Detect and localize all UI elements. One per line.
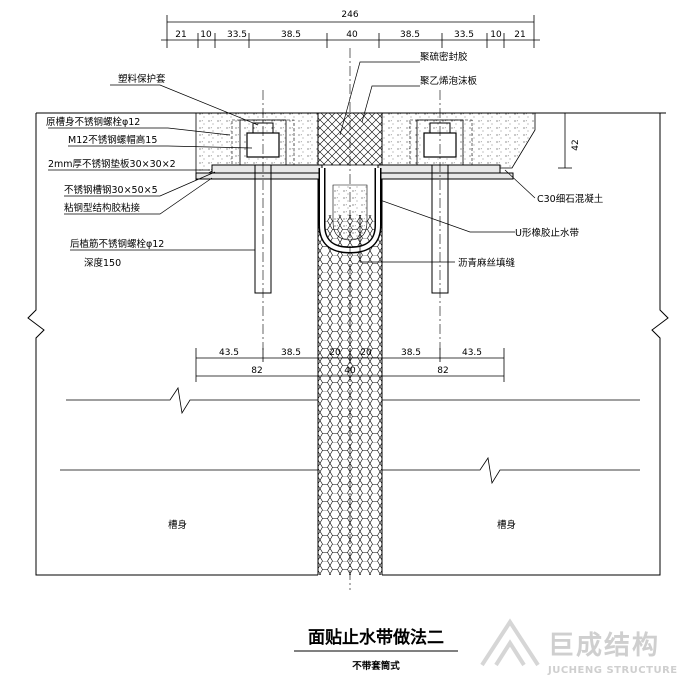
drawing-title: 面贴止水带做法二 bbox=[308, 627, 444, 648]
top-dimension-chain bbox=[161, 15, 540, 48]
label-sealant: 聚硫密封胶 bbox=[420, 51, 468, 63]
drawing-subtitle: 不带套筒式 bbox=[352, 660, 400, 672]
dim-depth: 42 bbox=[571, 139, 581, 150]
dim-mid-2: 38.5 bbox=[281, 348, 301, 358]
dim-top-5: 40 bbox=[346, 30, 358, 40]
label-epoxy: 粘钢型结构胶粘接 bbox=[64, 202, 141, 214]
dim-mid-1: 43.5 bbox=[219, 348, 239, 358]
center-lines bbox=[262, 48, 441, 590]
dim-sub-1: 82 bbox=[251, 366, 262, 376]
label-anchor-bolt: 原槽身不锈钢螺栓φ12 bbox=[46, 116, 140, 128]
watermark-cn: 巨成结构 bbox=[548, 631, 660, 661]
dim-top-3: 33.5 bbox=[227, 30, 247, 40]
dim-top-1: 21 bbox=[175, 30, 186, 40]
label-asphalt: 沥青麻丝填缝 bbox=[458, 257, 516, 269]
label-nut: M12不锈钢螺帽高15 bbox=[68, 134, 157, 146]
watermark-en: JUCHENG STRUCTURE bbox=[547, 665, 678, 676]
label-channel: 不锈钢槽钢30×50×5 bbox=[64, 184, 158, 196]
watermark-logo-icon bbox=[480, 618, 540, 667]
dim-top-7: 33.5 bbox=[454, 30, 474, 40]
leader-lines bbox=[48, 61, 536, 263]
dim-top-9: 21 bbox=[514, 30, 525, 40]
label-trough-left: 槽身 bbox=[168, 519, 187, 531]
label-plate: 2mm厚不锈钢垫板30×30×2 bbox=[48, 158, 176, 170]
depth-dimension bbox=[558, 112, 572, 169]
label-plastic-cover: 塑料保护套 bbox=[118, 73, 166, 85]
dim-mid-5: 38.5 bbox=[401, 348, 421, 358]
dim-total: 246 bbox=[341, 10, 358, 20]
dim-mid-4: 20 bbox=[360, 348, 372, 358]
dim-mid-6: 43.5 bbox=[462, 348, 482, 358]
dim-mid-3: 20 bbox=[329, 348, 341, 358]
concrete-fill bbox=[195, 112, 536, 181]
label-trough-right: 槽身 bbox=[497, 519, 516, 531]
steel-plates bbox=[195, 164, 514, 180]
label-u-strip: U形橡胶止水带 bbox=[515, 227, 579, 239]
label-rebar-depth: 深度150 bbox=[84, 257, 121, 269]
mid-dimension-chain bbox=[195, 348, 505, 382]
dim-top-8: 10 bbox=[490, 30, 502, 40]
label-pe-foam: 聚乙烯泡沫板 bbox=[420, 75, 478, 87]
dim-top-6: 38.5 bbox=[400, 30, 420, 40]
dim-sub-3: 82 bbox=[437, 366, 448, 376]
dim-sub-2: 40 bbox=[344, 366, 356, 376]
label-concrete: C30细石混凝土 bbox=[537, 193, 604, 205]
break-lines bbox=[60, 386, 640, 485]
dim-top-2: 10 bbox=[200, 30, 212, 40]
label-rebar: 后植筋不锈钢螺栓φ12 bbox=[70, 238, 164, 250]
dim-top-4: 38.5 bbox=[281, 30, 301, 40]
